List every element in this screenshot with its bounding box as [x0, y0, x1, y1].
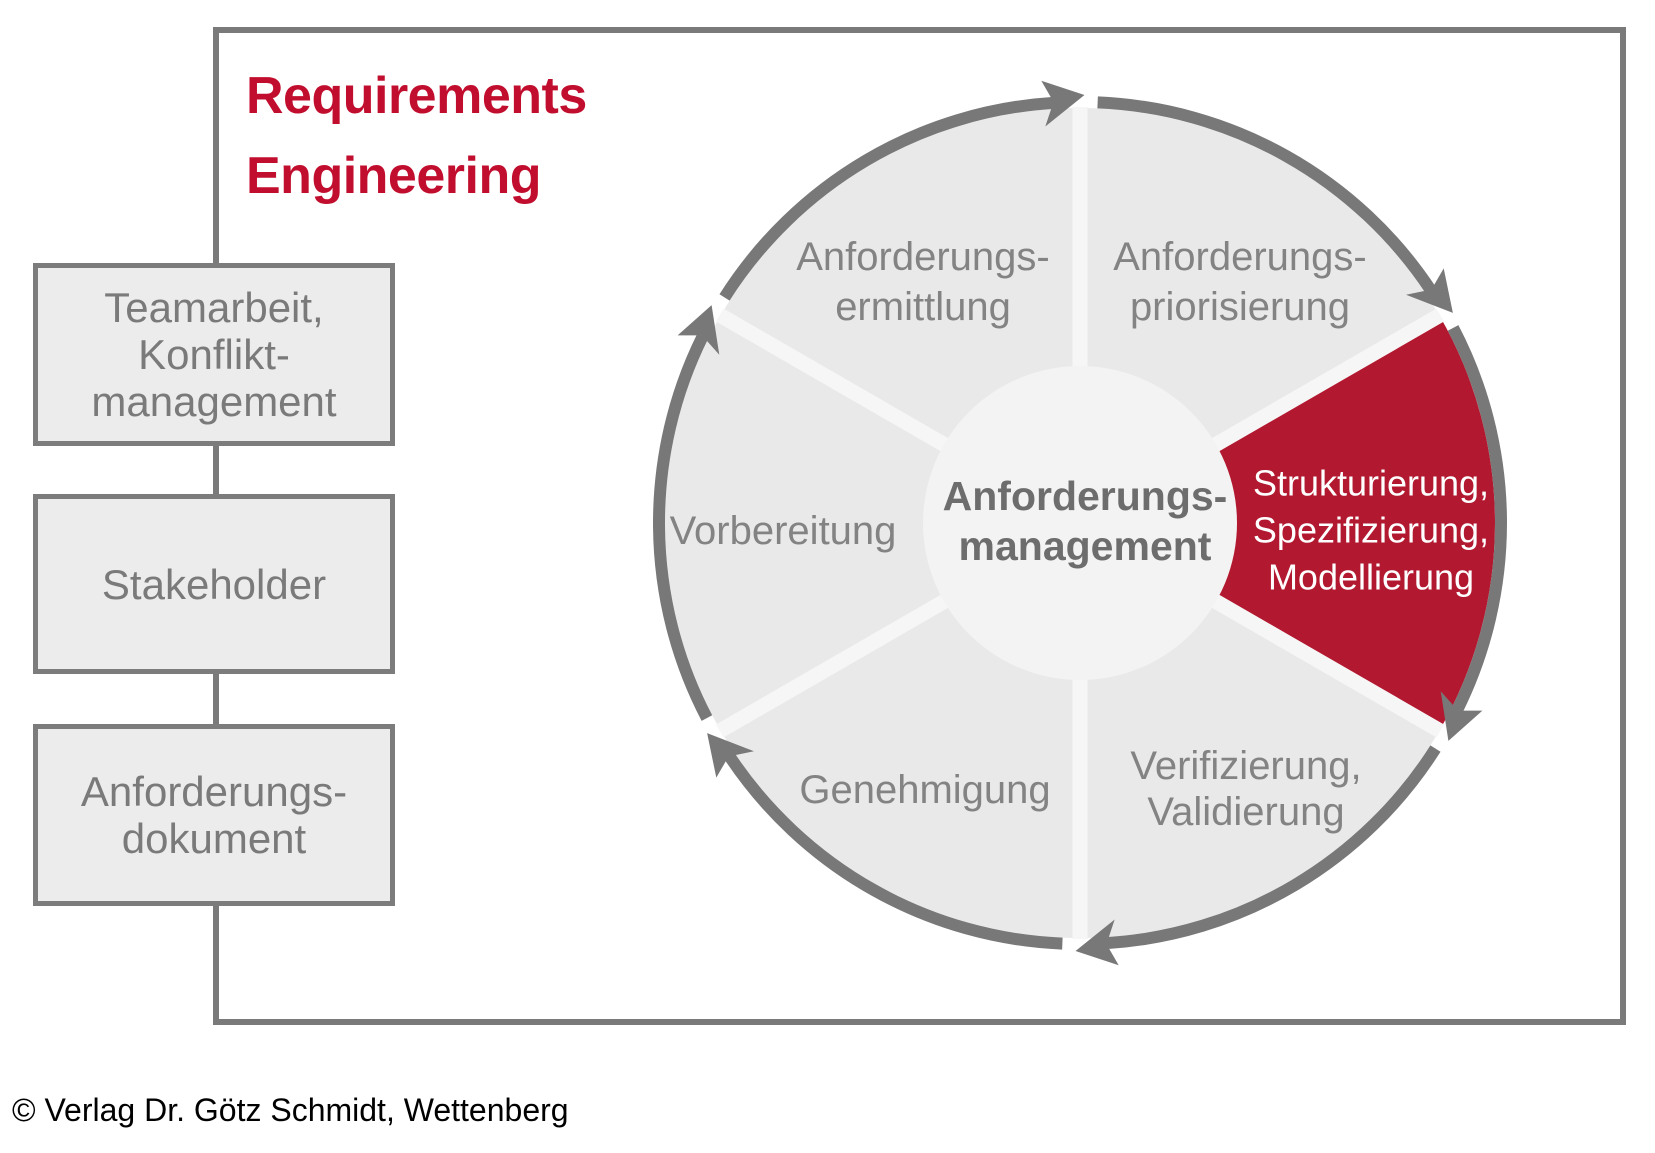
segment-label-anforderungspriorisierung: priorisierung [1130, 285, 1350, 329]
sidebar-box-anforderungsdokument: Anforderungs- dokument [33, 724, 395, 906]
segment-label-genehmigung: Genehmigung [799, 768, 1050, 812]
box-line: Teamarbeit, [104, 284, 324, 331]
hub-circle [923, 366, 1237, 680]
cycle-arc [1447, 325, 1507, 713]
page-title: Requirements Engineering [246, 56, 587, 216]
segment-gap [715, 308, 980, 470]
cycle-arrowhead [1075, 919, 1119, 966]
cycle-arrowhead [677, 305, 720, 355]
box-line: Konflikt- [138, 331, 290, 378]
cycle-arc [1097, 96, 1436, 294]
cycle-arc [724, 752, 1063, 950]
page-title-line1: Requirements [246, 67, 587, 125]
box-line: Anforderungs- [80, 768, 348, 815]
segment-label-verifizierung: Validierung [1147, 790, 1344, 834]
page-title-line2: Engineering [246, 147, 541, 205]
segment-label-anforderungspriorisierung: Anforderungs- [1113, 235, 1366, 279]
segment-label-verifizierung: Verifizierung, [1130, 744, 1361, 788]
segment-label-vorbereitung: Vorbereitung [670, 509, 897, 553]
sidebar-box-stakeholder: Stakeholder [33, 494, 395, 674]
cycle-arc [1106, 745, 1441, 950]
segment-strukturierung [1080, 315, 1495, 731]
copyright-text: © Verlag Dr. Götz Schmidt, Wettenberg [12, 1092, 569, 1128]
center-label: management [959, 523, 1212, 569]
segment-label-strukturierung: Modellierung [1268, 557, 1474, 598]
segment-gap [1180, 308, 1445, 470]
segment-gap [715, 576, 980, 738]
box-line: management [91, 378, 337, 425]
segment-label-strukturierung: Strukturierung, [1253, 463, 1489, 504]
segment-label-anforderungsermittlung: ermittlung [835, 285, 1011, 329]
sidebar-box-teamarbeit: Teamarbeit, Konflikt- management [33, 263, 395, 446]
cycle-arrowhead [1406, 268, 1453, 313]
cycle-arc [653, 333, 713, 721]
segment-gap [1180, 576, 1445, 738]
cycle-arrowhead [1440, 691, 1483, 741]
cycle-arc [719, 96, 1054, 301]
center-label: Anforderungs- [943, 473, 1228, 519]
cycle-arrowhead [1041, 80, 1085, 127]
box-line: Stakeholder [101, 560, 327, 608]
segment-label-anforderungsermittlung: Anforderungs- [796, 235, 1049, 279]
box-line: dokument [121, 815, 307, 862]
segment-label-strukturierung: Spezifizierung, [1253, 510, 1489, 551]
cycle-arrowhead [707, 733, 754, 778]
